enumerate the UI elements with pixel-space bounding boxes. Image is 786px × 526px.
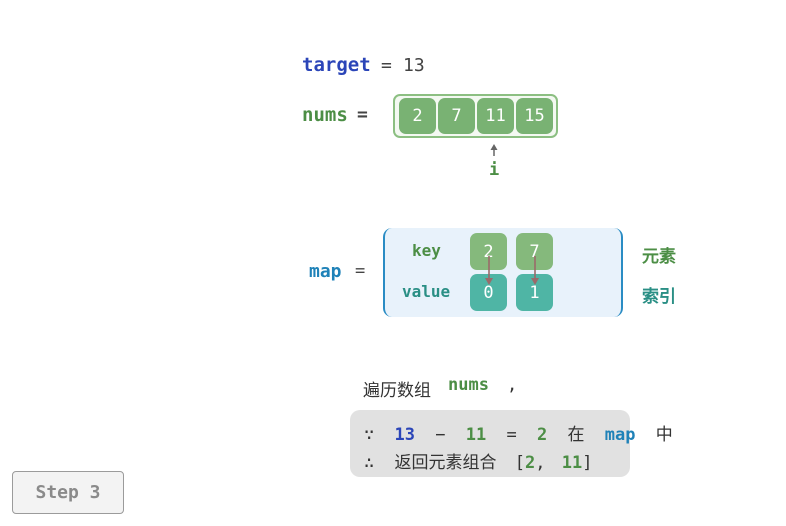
target-number: 13	[394, 425, 415, 445]
result-first: 2	[525, 453, 536, 473]
target-equals: =	[381, 55, 392, 76]
explanation-line-1: ∵ 13 − 11 = 2 在 map 中	[364, 420, 673, 445]
key-value-arrow-icon	[485, 256, 493, 285]
pointer-arrow-icon	[490, 144, 498, 156]
because-symbol: ∵	[364, 425, 375, 445]
therefore-symbol: ∴	[364, 453, 375, 473]
result-separator: ,	[535, 453, 546, 473]
difference-number: 2	[536, 425, 548, 445]
index-side-label: 索引	[642, 287, 676, 307]
map-equals: =	[355, 261, 366, 281]
close-bracket: ]	[582, 453, 593, 473]
caption-comma: ,	[507, 375, 518, 395]
target-label: target	[302, 54, 371, 76]
map-word: map	[604, 425, 636, 445]
key-to-value-arrows	[485, 256, 539, 285]
key-value-arrow-icon	[531, 256, 539, 285]
element-side-label: 元素	[642, 247, 676, 267]
nums-label: nums	[302, 104, 348, 126]
equals-sign: =	[506, 425, 517, 445]
map-value-label: value	[402, 282, 451, 301]
pointer-label: i	[489, 160, 500, 180]
in-text: 在	[567, 425, 585, 445]
nums-cell: 2	[399, 98, 436, 134]
target-value: 13	[403, 55, 425, 76]
result-second: 11	[561, 453, 583, 473]
nums-cell: 15	[516, 98, 553, 134]
map-key-label: key	[412, 241, 441, 260]
return-text: 返回元素组合	[394, 453, 497, 473]
map-label: map	[309, 261, 342, 282]
nums-cell: 11	[477, 98, 514, 134]
middle-text: 中	[655, 425, 673, 445]
caption-text: 遍历数组	[363, 381, 431, 401]
explanation-line-2: ∴ 返回元素组合 [2, 11]	[364, 448, 592, 473]
open-bracket: [	[514, 453, 525, 473]
explanation-box: ∵ 13 − 11 = 2 在 map 中 ∴ 返回元素组合 [2, 11]	[350, 410, 673, 477]
nums-cell: 7	[438, 98, 475, 134]
current-number: 11	[465, 425, 487, 445]
nums-array: 2 7 11 15	[393, 94, 558, 138]
caption-nums: nums	[448, 375, 489, 395]
step-button[interactable]: Step 3	[12, 471, 124, 514]
nums-equals: =	[357, 104, 368, 125]
minus-sign: −	[435, 425, 446, 445]
